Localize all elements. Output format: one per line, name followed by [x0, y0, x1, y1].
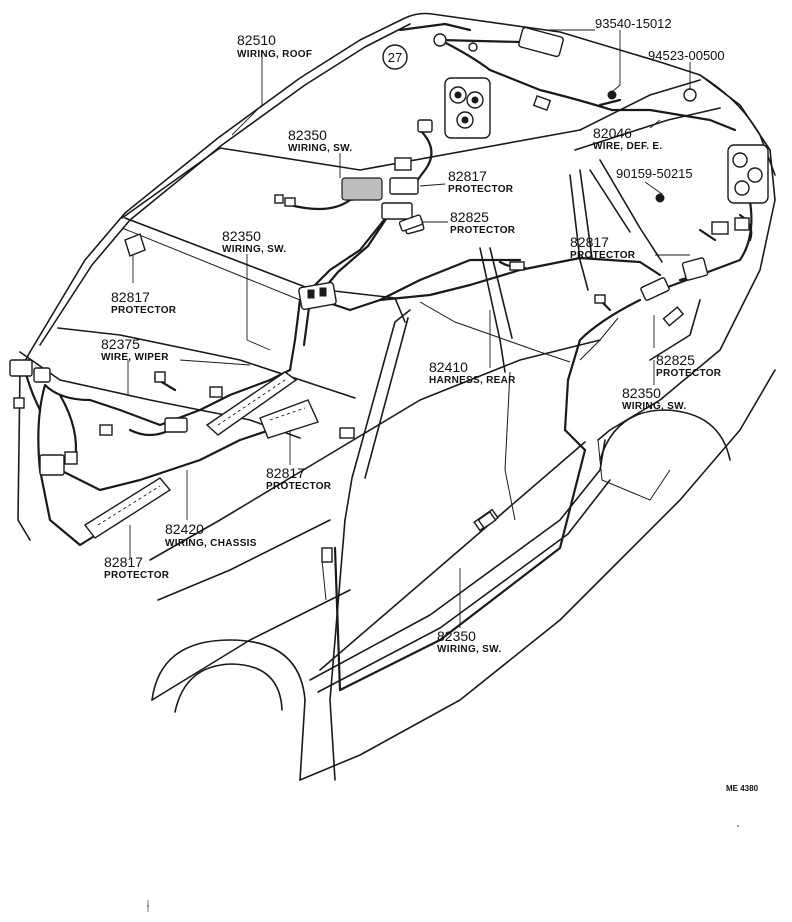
label-wiring-chassis-desc: WIRING, CHASSIS [165, 538, 257, 549]
floor-protector [259, 399, 319, 439]
label-wiring-sw-dash-desc: WIRING, SW. [222, 244, 286, 255]
car-body-outline [17, 12, 776, 781]
label-protector-roof-desc: PROTECTOR [448, 184, 514, 195]
dome-lamp [518, 26, 564, 58]
label-roof-wiring-number: 82510 [237, 32, 276, 48]
label-protector-pillar-desc: PROTECTOR [111, 305, 177, 316]
tail-lamp-right [727, 144, 769, 204]
label-wire-def-desc: WIRE, DEF. E. [593, 141, 662, 152]
diagram-code: ME 4380 [726, 784, 759, 793]
part-labels: 82510 WIRING, ROOF 93540-15012 94523-005… [101, 16, 759, 793]
label-wiring-sw-door-desc: WIRING, SW. [437, 644, 501, 655]
label-protector-small-rear-desc: PROTECTOR [656, 368, 722, 379]
label-clip-b: 94523-00500 [648, 48, 725, 63]
label-harness-rear-number: 82410 [429, 359, 468, 375]
callout-label: 27 [388, 50, 402, 65]
label-protector-sill-number: 82817 [104, 554, 143, 570]
label-screw: 90159-50215 [616, 166, 693, 181]
roof-lamp-left [444, 77, 491, 139]
label-wire-def-number: 82046 [593, 125, 632, 141]
components: 27 [9, 26, 769, 563]
callout-27: 27 [382, 44, 408, 70]
sill-protector [83, 477, 172, 539]
label-protector-pillar-number: 82817 [111, 289, 150, 305]
dash-protector [205, 371, 298, 436]
label-protector-rear-desc: PROTECTOR [570, 250, 636, 261]
label-wiring-sw-roof-number: 82350 [288, 127, 327, 143]
label-protector-small-rear-number: 82825 [656, 352, 695, 368]
pillar-protector [124, 233, 146, 257]
leader-lines [127, 29, 691, 628]
label-wiring-sw-roof-desc: WIRING, SW. [288, 143, 352, 154]
label-protector-rear-number: 82817 [570, 234, 609, 250]
label-clip-a: 93540-15012 [595, 16, 672, 31]
label-wiring-sw-rear-number: 82350 [622, 385, 661, 401]
label-wire-wiper-number: 82375 [101, 336, 140, 352]
junction-block [298, 281, 337, 311]
label-protector-small-roof-number: 82825 [450, 209, 489, 225]
label-protector-floor-desc: PROTECTOR [266, 481, 332, 492]
label-protector-small-roof-desc: PROTECTOR [450, 225, 516, 236]
front-connectors [9, 359, 355, 476]
label-harness-rear-desc: HARNESS, REAR [429, 375, 516, 386]
screw-icon [655, 193, 665, 203]
clip-b-icon [683, 88, 697, 102]
label-wiring-sw-rear-desc: WIRING, SW. [622, 401, 686, 412]
label-roof-wiring-desc: WIRING, ROOF [237, 49, 312, 60]
label-protector-roof-number: 82817 [448, 168, 487, 184]
label-wiring-sw-dash-number: 82350 [222, 228, 261, 244]
label-wiring-sw-door-number: 82350 [437, 628, 476, 644]
label-protector-sill-desc: PROTECTOR [104, 570, 170, 581]
label-protector-floor-number: 82817 [266, 465, 305, 481]
label-wiring-chassis-number: 82420 [165, 521, 204, 537]
label-wire-wiper-desc: WIRE, WIPER [101, 352, 169, 363]
roof-switch-assembly [341, 157, 425, 235]
clip-icon [607, 90, 617, 100]
grommet [433, 33, 447, 47]
